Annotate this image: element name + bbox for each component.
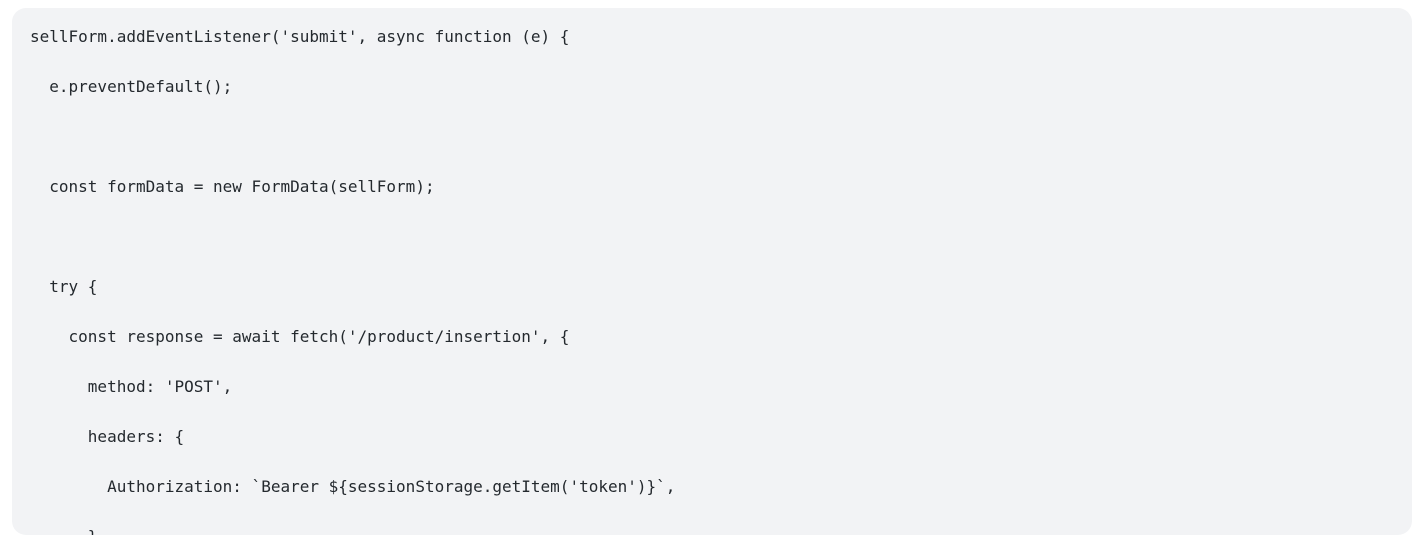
code-line: Authorization: `Bearer ${sessionStorage.… [30, 477, 676, 496]
code-line: e.preventDefault(); [30, 77, 233, 96]
code-line: const formData = new FormData(sellForm); [30, 177, 435, 196]
code-line: const response = await fetch('/product/i… [30, 327, 570, 346]
code-line: method: 'POST', [30, 377, 233, 396]
code-lines-container: sellForm.addEventListener('submit', asyn… [30, 24, 1394, 535]
code-line: }, [30, 524, 1394, 535]
code-scroll-area[interactable]: sellForm.addEventListener('submit', asyn… [12, 8, 1412, 535]
code-block-panel: sellForm.addEventListener('submit', asyn… [12, 8, 1412, 535]
code-line: try { [30, 277, 98, 296]
code-line: ​ [30, 224, 1394, 249]
code-line: ​ [30, 124, 1394, 149]
code-line: headers: { [30, 427, 185, 446]
code-snippet[interactable]: sellForm.addEventListener('submit', asyn… [12, 8, 1412, 535]
code-line: sellForm.addEventListener('submit', asyn… [30, 27, 570, 46]
